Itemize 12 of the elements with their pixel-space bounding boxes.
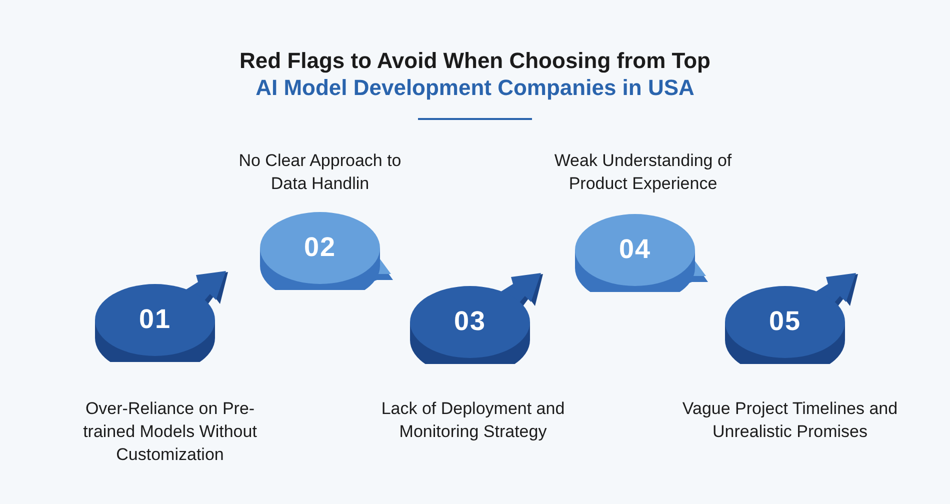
diagram-subtitle: AI Model Development Companies in USA (254, 75, 696, 101)
step-number: 04 (618, 234, 652, 265)
step-caption: Lack of Deployment and Monitoring Strategy (380, 398, 566, 443)
step-caption: No Clear Approach to Data Handlin (238, 150, 402, 195)
diagram-title: Red Flags to Avoid When Choosing from Top (238, 48, 712, 74)
step-caption: Over-Reliance on Pre-trained Models Without Customization (82, 398, 258, 466)
step-number: 01 (138, 304, 172, 335)
step-caption: Vague Project Timelines and Unrealistic Promises (681, 398, 899, 443)
step-number: 03 (452, 306, 488, 337)
step-caption: Weak Understanding of Product Experience (553, 150, 733, 195)
step-number: 05 (768, 306, 802, 337)
step-number: 02 (302, 232, 338, 263)
